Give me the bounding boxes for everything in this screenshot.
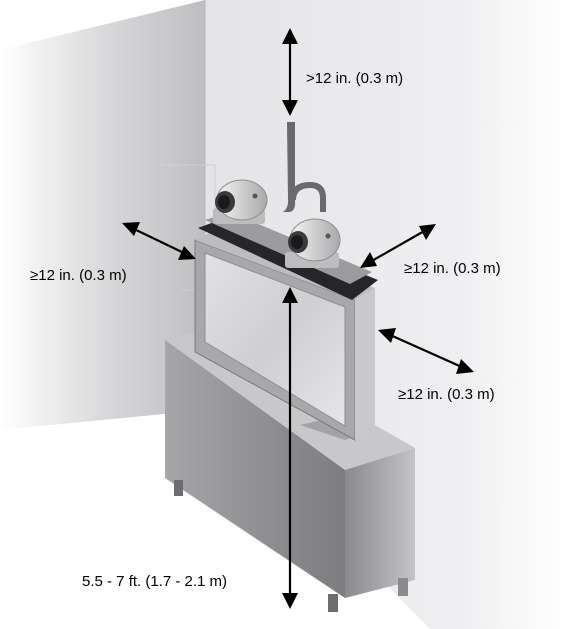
camera-left xyxy=(213,179,268,224)
cabinet-foot xyxy=(398,578,408,596)
cabinet-foot xyxy=(174,480,183,496)
cabinet-side xyxy=(345,448,415,598)
left-wall xyxy=(0,0,205,430)
camera-mount xyxy=(283,122,326,212)
cabinet-front xyxy=(165,340,345,598)
camera-right xyxy=(285,218,341,268)
left-clearance-arrow xyxy=(122,222,196,260)
top-clearance-label: >12 in. (0.3 m) xyxy=(306,70,404,87)
cabinet-foot xyxy=(328,594,338,612)
top-clearance-arrow xyxy=(282,28,298,116)
right-upper-clearance-label: ≥12 in. (0.3 m) xyxy=(404,260,501,277)
right-upper-clearance-arrow xyxy=(360,224,436,268)
display-side xyxy=(355,288,375,440)
right-lower-clearance-arrow xyxy=(378,328,474,374)
display-screen xyxy=(204,252,346,427)
left-clearance-label: ≥12 in. (0.3 m) xyxy=(30,267,127,284)
height-arrow xyxy=(282,287,298,609)
height-label: 5.5 - 7 ft. (1.7 - 2.1 m) xyxy=(82,573,228,590)
right-lower-clearance-label: ≥12 in. (0.3 m) xyxy=(398,386,495,403)
